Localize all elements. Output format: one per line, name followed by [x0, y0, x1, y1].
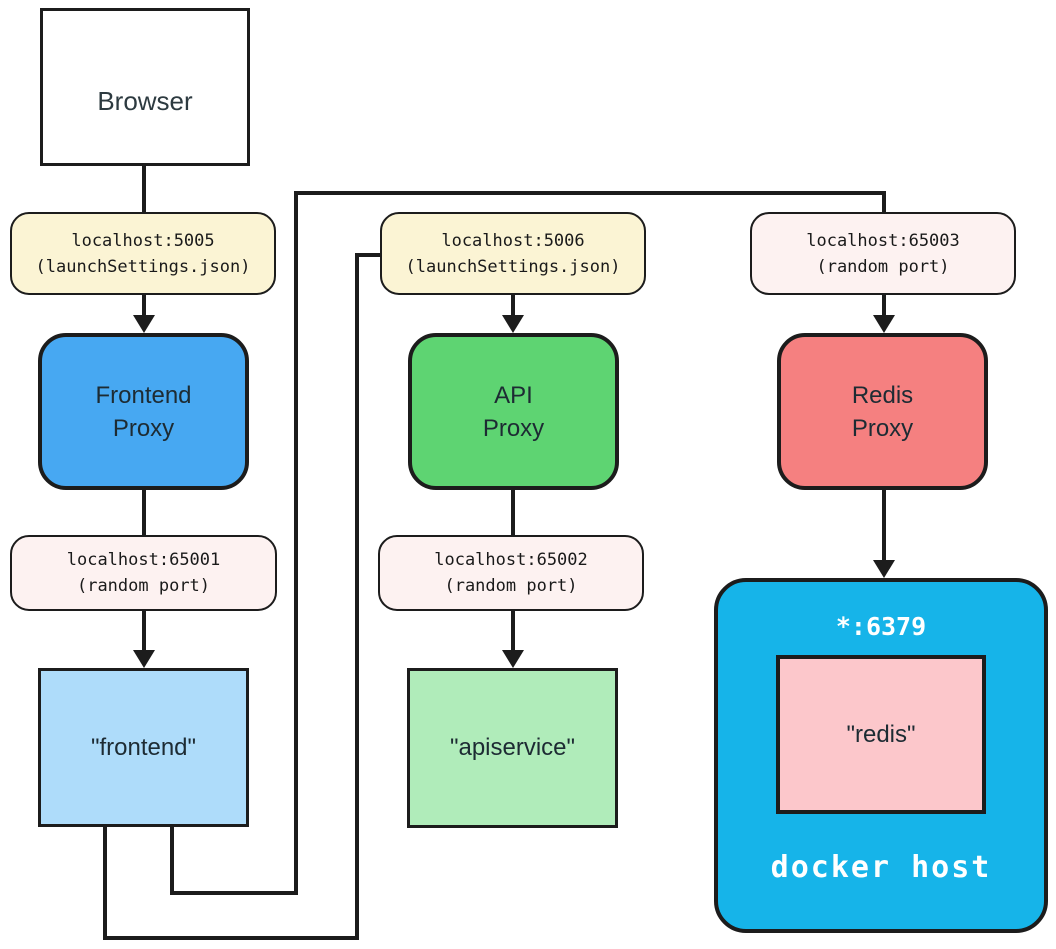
- port-label-line: localhost:5005: [71, 230, 215, 251]
- port-label-api-random: localhost:65002 (random port): [378, 535, 644, 611]
- proxy-label-line: Redis: [851, 381, 914, 409]
- port-label-api-settings: localhost:5006 (launchSettings.json): [380, 212, 646, 295]
- apiservice-node: "apiservice": [407, 668, 618, 828]
- arrowhead-api-proxy: [502, 315, 524, 333]
- arrowhead-frontend-service: [133, 650, 155, 668]
- port-label-redis-random: localhost:65003 (random port): [750, 212, 1016, 295]
- port-label-line: (launchSettings.json): [35, 256, 251, 277]
- port-label-line: (launchSettings.json): [405, 256, 621, 277]
- api-proxy-label: API Proxy: [483, 379, 544, 445]
- port-label-frontend-settings: localhost:5005 (launchSettings.json): [10, 212, 276, 295]
- api-proxy-node: API Proxy: [408, 333, 619, 490]
- port-label-line: (random port): [444, 576, 578, 596]
- port-label-line: (random port): [816, 256, 950, 277]
- port-label-line: localhost:65001: [66, 550, 221, 570]
- browser-title: Browser: [97, 85, 193, 116]
- browser-window: Browser: [40, 8, 250, 166]
- docker-host-container: *:6379 "redis" docker host: [714, 578, 1048, 933]
- port-label-line: localhost:5006: [441, 230, 585, 251]
- frontend-service-node: "frontend": [38, 668, 249, 827]
- port-label-line: localhost:65002: [434, 550, 588, 570]
- port-label-frontend-random: localhost:65001 (random port): [10, 535, 277, 611]
- docker-host-caption: docker host: [770, 850, 992, 885]
- arrowhead-docker-host: [873, 560, 895, 578]
- proxy-label-line: API: [494, 381, 533, 409]
- proxy-label-line: Proxy: [851, 414, 914, 442]
- edge-frontend-service-to-5006: [103, 253, 380, 940]
- arrowhead-redis-proxy: [873, 315, 895, 333]
- frontend-proxy-node: Frontend Proxy: [38, 333, 249, 490]
- port-label-line: (random port): [76, 576, 211, 596]
- edge-frontend-service-to-65003: [170, 191, 886, 895]
- arrowhead-api-service: [502, 650, 524, 668]
- port-label-line: localhost:65003: [806, 230, 960, 251]
- proxy-label-line: Proxy: [482, 414, 545, 442]
- docker-port-label: *:6379: [835, 612, 927, 641]
- arrowhead-frontend-proxy: [133, 315, 155, 333]
- redis-proxy-node: Redis Proxy: [777, 333, 988, 490]
- redis-proxy-label: Redis Proxy: [852, 379, 913, 445]
- proxy-label-line: Proxy: [112, 414, 175, 442]
- proxy-label-line: Frontend: [95, 381, 192, 409]
- frontend-proxy-label: Frontend Proxy: [95, 379, 191, 445]
- redis-service-node: "redis": [776, 655, 986, 814]
